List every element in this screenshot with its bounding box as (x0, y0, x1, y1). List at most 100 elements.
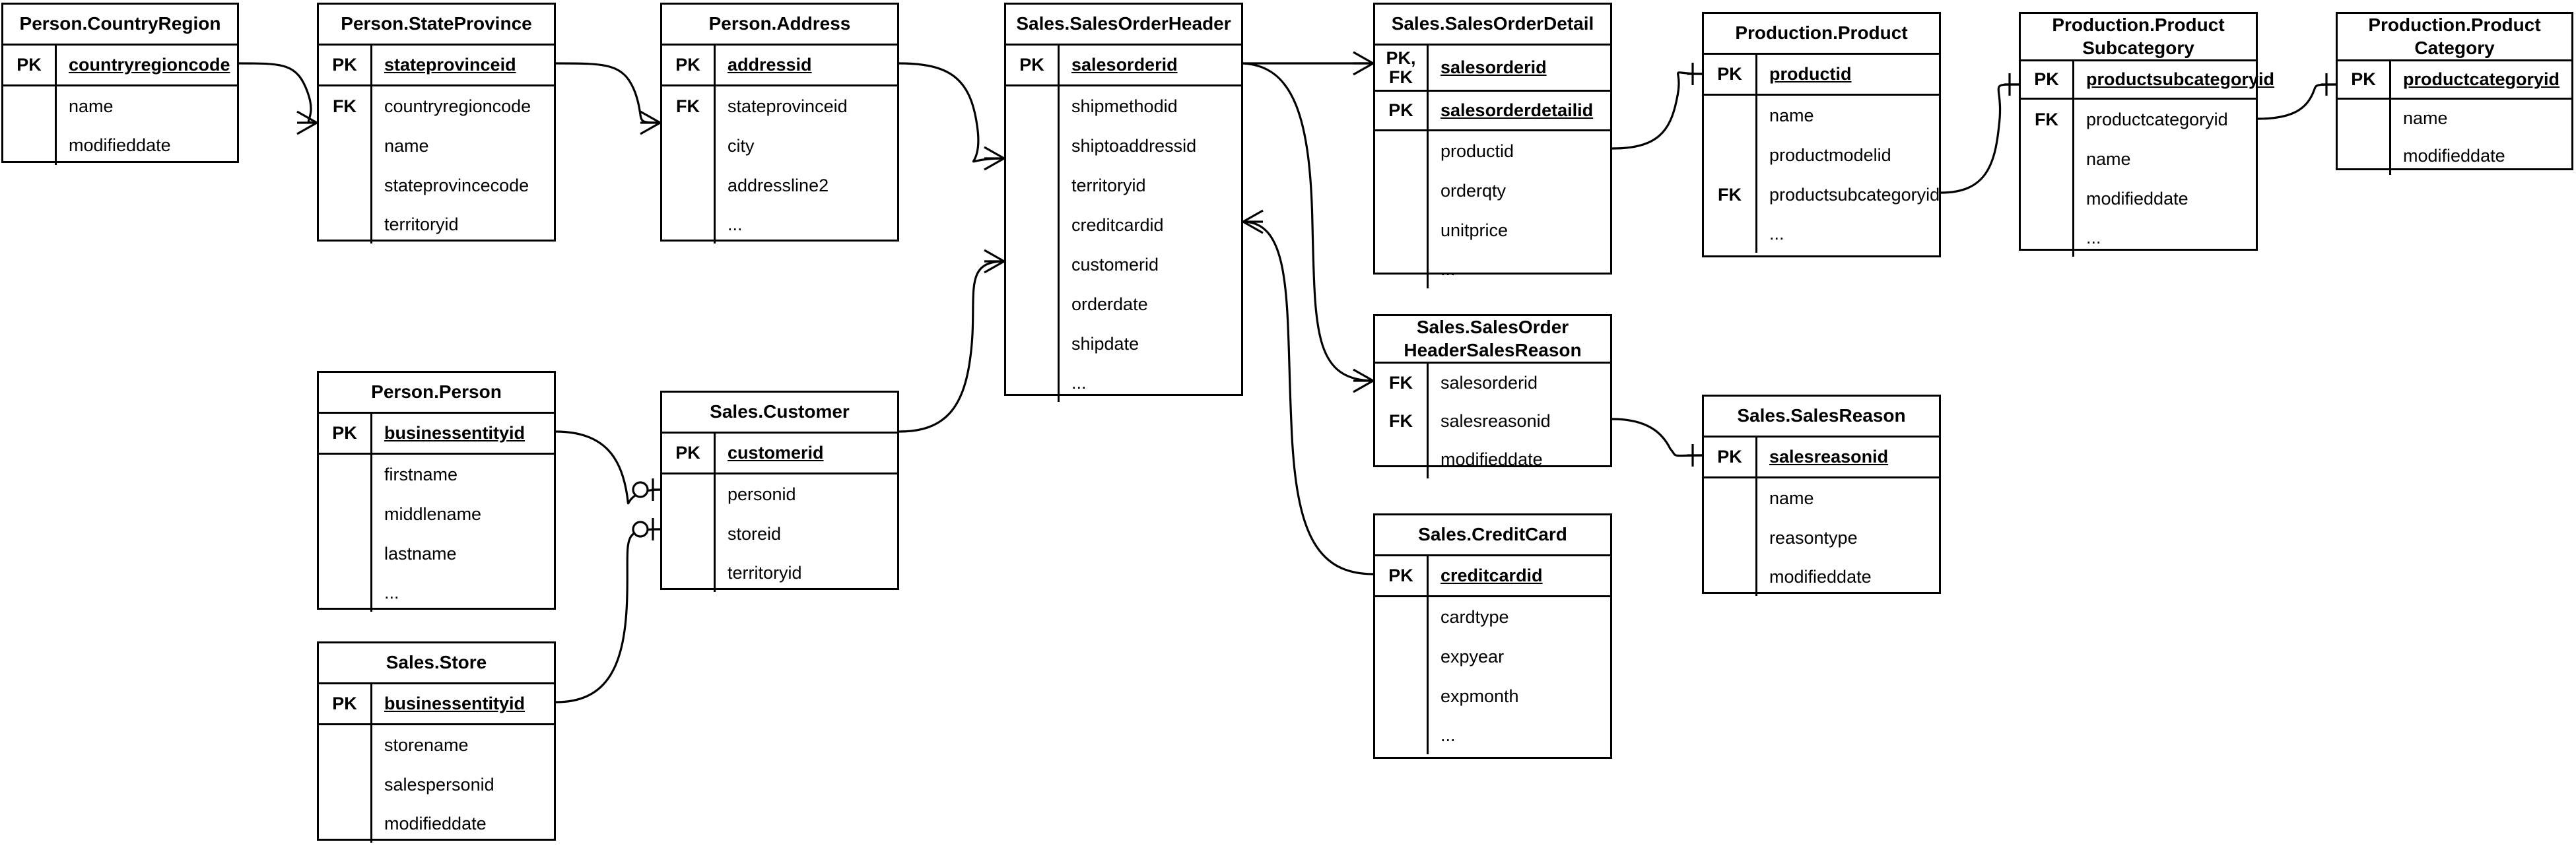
entity-field-row[interactable]: city (662, 126, 897, 166)
entity-field-row[interactable]: unitprice (1375, 211, 1610, 250)
entity-field-row[interactable]: territoryid (662, 554, 897, 592)
entity-field-row[interactable]: middlename (319, 494, 554, 534)
entity-field-row[interactable]: name (1704, 96, 1939, 135)
field-name: modifieddate (2403, 146, 2505, 166)
entity-field-row[interactable]: ... (1704, 214, 1939, 253)
entity-field-row[interactable]: territoryid (1006, 166, 1241, 205)
entity-field-row[interactable]: modifieddate (1375, 440, 1610, 478)
entity-field-row[interactable]: shipmethodid (1006, 86, 1241, 126)
entity-title: Person.StateProvince (319, 5, 554, 46)
entity-field-row[interactable]: expyear (1375, 637, 1610, 676)
entity-field-row[interactable]: orderdate (1006, 284, 1241, 324)
entity-field-row[interactable]: stateprovincecode (319, 166, 554, 205)
entity-field-row[interactable]: ... (1006, 364, 1241, 402)
key-badge: PK (1019, 55, 1044, 75)
entity-field-row[interactable]: productid (1375, 131, 1610, 171)
field-cell: ... (2072, 218, 2256, 257)
entity-field-row[interactable]: lastname (319, 534, 554, 573)
field-name: ... (1441, 259, 1456, 279)
key-badge: FK (1389, 372, 1413, 393)
field-name: salesorderid (1441, 372, 1538, 393)
entity-field-row[interactable]: name (1704, 478, 1939, 518)
entity-field-row[interactable]: customerid (1006, 245, 1241, 284)
entity-field-row[interactable]: modifieddate (2021, 179, 2256, 218)
entity-field-row[interactable]: modifieddate (1704, 558, 1939, 596)
entity-field-row[interactable]: shipdate (1006, 324, 1241, 364)
entity-field-row[interactable]: personid (662, 474, 897, 514)
entity-field-row[interactable]: reasontype (1704, 518, 1939, 558)
entity-field-row[interactable]: ... (1375, 250, 1610, 288)
entity-field-row[interactable]: shiptoaddressid (1006, 126, 1241, 166)
field-name: ... (1769, 223, 1784, 244)
entity-field-row[interactable]: name (319, 126, 554, 166)
key-badge-empty (1704, 518, 1755, 558)
entity-field-row[interactable]: addressline2 (662, 166, 897, 205)
entity-field-row[interactable]: ... (662, 205, 897, 244)
entity-field-row[interactable]: creditcardid (1006, 205, 1241, 245)
key-badge-empty (1006, 284, 1058, 324)
entity-field-row[interactable]: modifieddate (319, 804, 554, 843)
field-cell: city (714, 126, 897, 166)
entity-field-row[interactable]: storeid (662, 514, 897, 554)
entity-field-row[interactable]: name (3, 86, 237, 126)
entity-field-row[interactable]: name (2338, 100, 2571, 137)
entity-field-row[interactable]: productmodelid (1704, 135, 1939, 175)
entity-field-row[interactable]: expmonth (1375, 676, 1610, 716)
entity-field-row[interactable]: orderqty (1375, 171, 1610, 211)
key-badge-empty (1375, 250, 1427, 288)
key-badge: PK (1717, 64, 1742, 84)
entity-field-row[interactable]: ... (2021, 218, 2256, 257)
entity-field-row[interactable]: cardtype (1375, 597, 1610, 637)
field-cell: modifieddate (55, 126, 237, 165)
key-badge-empty (1704, 214, 1755, 253)
field-name: productcategoryid (2403, 69, 2560, 89)
entity-field-row[interactable]: name (2021, 139, 2256, 179)
entity-field-row[interactable]: modifieddate (3, 126, 237, 165)
entity-field-row[interactable]: modifieddate (2338, 137, 2571, 175)
entity-field-row[interactable]: firstname (319, 455, 554, 494)
entity-field-row[interactable]: territoryid (319, 205, 554, 244)
entity-field-row[interactable]: ... (319, 573, 554, 612)
key-badge-empty (2021, 139, 2072, 179)
entity-field-row[interactable]: storename (319, 725, 554, 765)
key-badge: PK (1388, 100, 1413, 121)
entity-field-row[interactable]: salespersonid (319, 765, 554, 804)
entity-field-row[interactable]: FK salesorderid (1375, 364, 1610, 402)
entity-field-row[interactable]: ... (1375, 716, 1610, 754)
